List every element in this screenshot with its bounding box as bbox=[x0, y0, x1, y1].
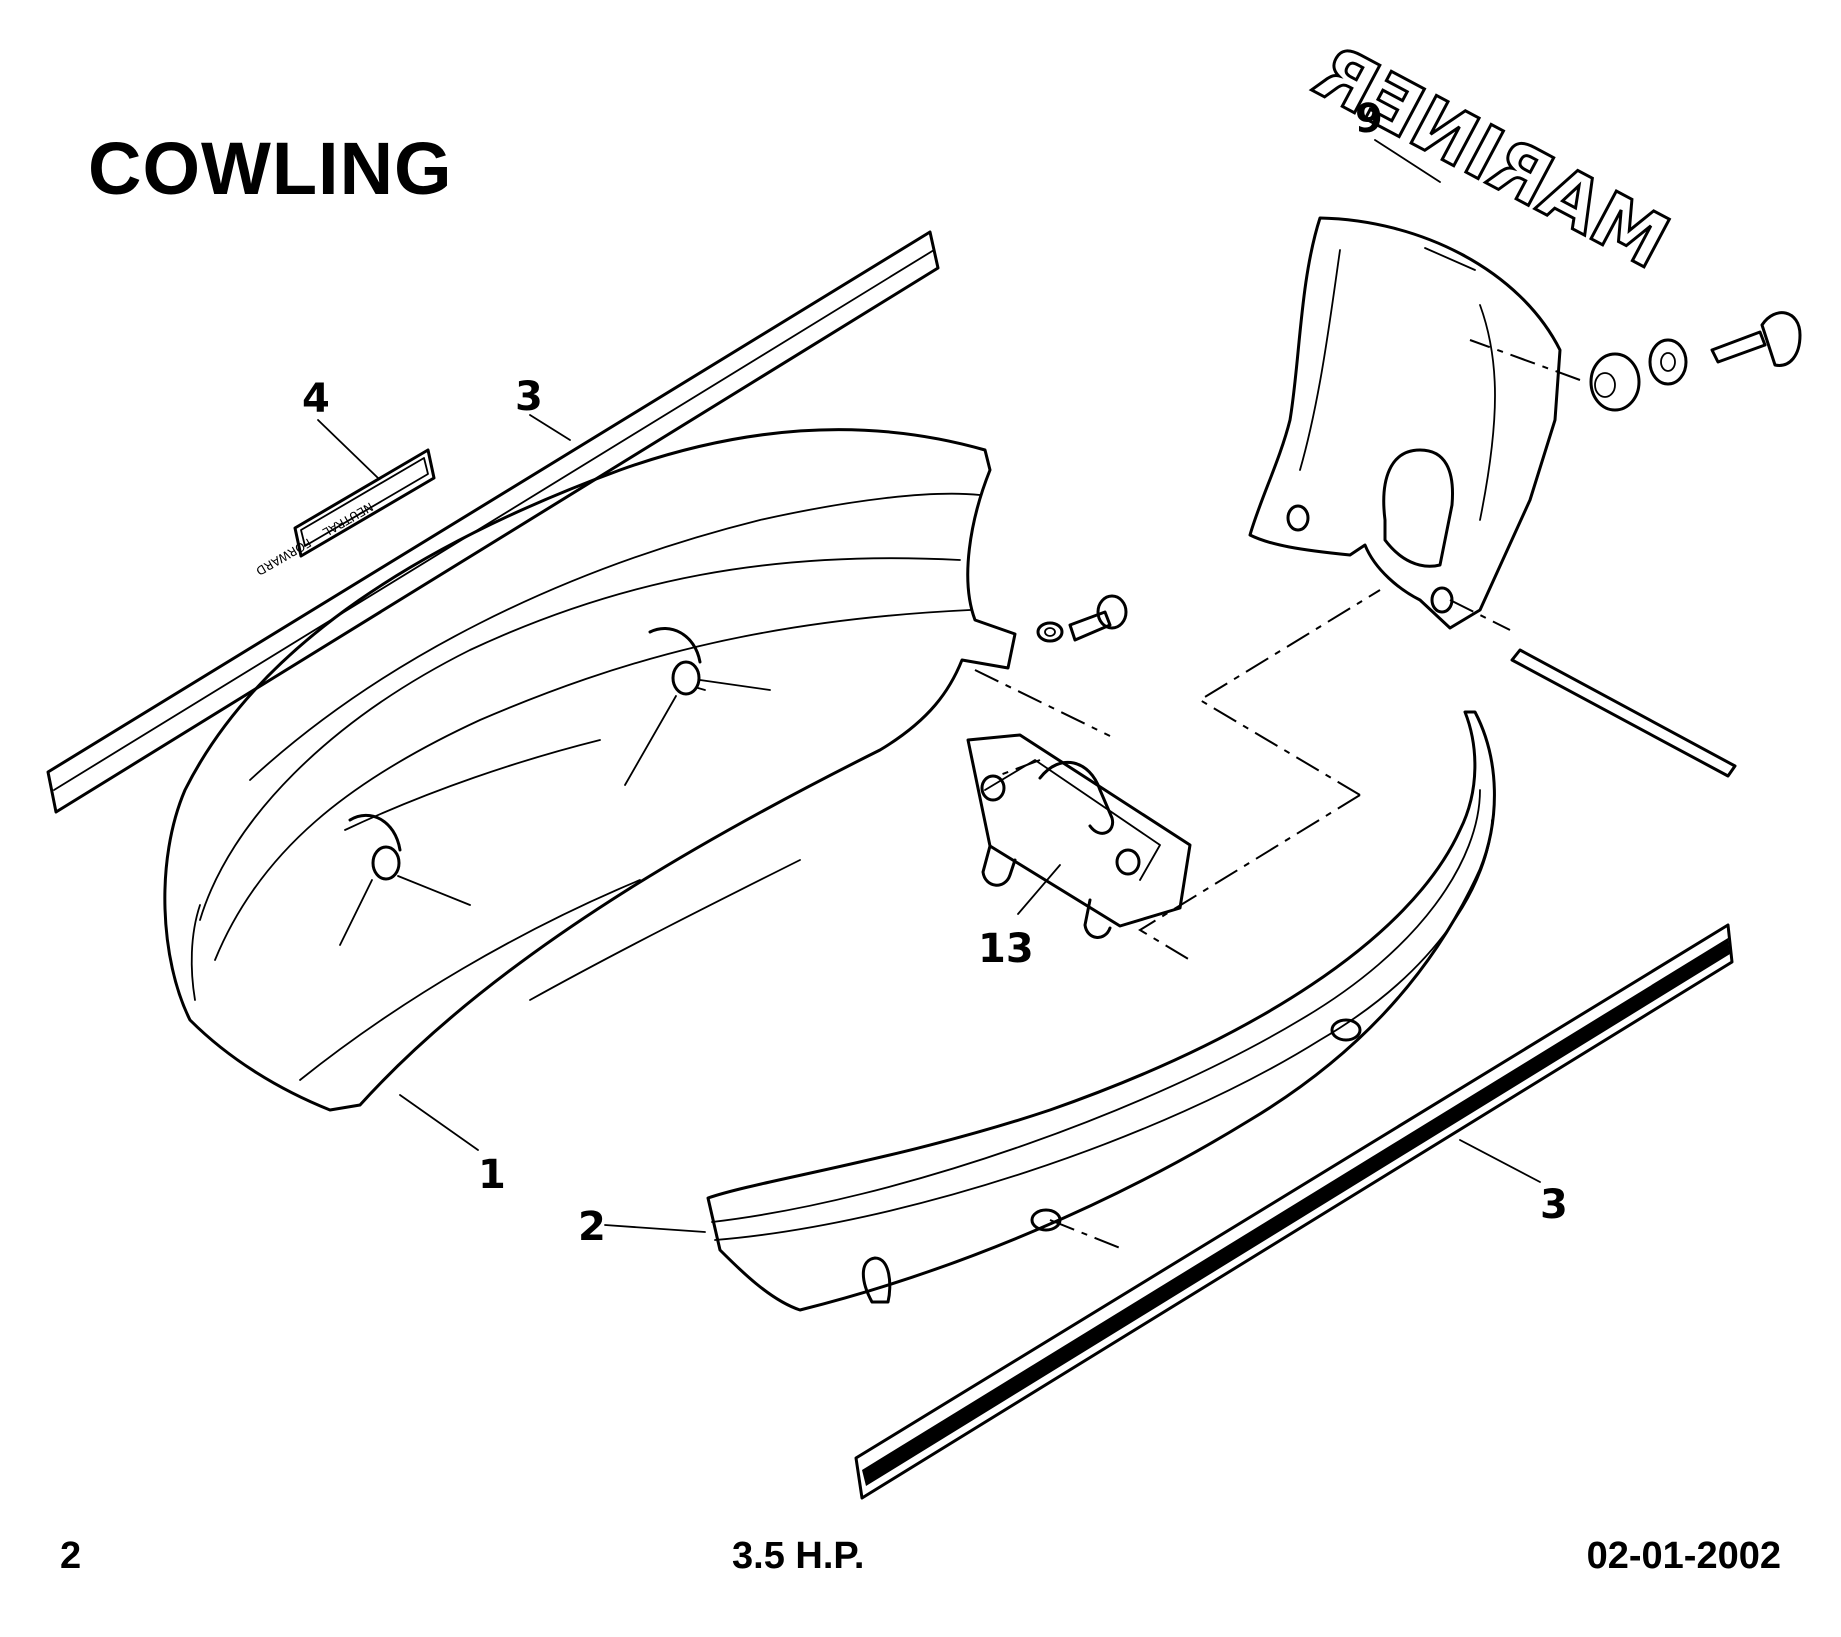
neutral-forward-label: FORWARD NEUTRAL bbox=[253, 448, 436, 578]
page-number: 2 bbox=[60, 1535, 82, 1577]
latch-assembly bbox=[966, 733, 1192, 939]
model-label: 3.5 H.P. bbox=[732, 1535, 865, 1577]
top-cowl bbox=[163, 428, 1017, 1112]
label-right-text: NEUTRAL bbox=[320, 499, 375, 539]
knob-hardware bbox=[1589, 311, 1802, 412]
mariner-decal: MARINER bbox=[1302, 29, 1682, 286]
bottom-cowl bbox=[706, 710, 1496, 1312]
callout-9: 9 bbox=[1355, 96, 1383, 142]
callout-13: 13 bbox=[978, 926, 1034, 972]
callout-4: 4 bbox=[302, 376, 330, 422]
latch-screw bbox=[1036, 594, 1128, 643]
pivot-pin bbox=[1510, 648, 1737, 778]
callout-2: 2 bbox=[578, 1204, 606, 1250]
rear-cowl-panel bbox=[1248, 216, 1562, 630]
trim-strip-lower bbox=[854, 923, 1734, 1500]
callout-3-lower: 3 bbox=[1540, 1182, 1568, 1228]
leader-lines bbox=[317, 139, 1541, 1233]
date-label: 02-01-2002 bbox=[1586, 1535, 1781, 1577]
page-title: COWLING bbox=[88, 127, 453, 210]
label-left-text: FORWARD bbox=[253, 535, 313, 578]
assembly-lines bbox=[974, 339, 1581, 1249]
callout-1: 1 bbox=[478, 1152, 506, 1198]
trim-strip-upper bbox=[46, 230, 940, 814]
callout-3-upper: 3 bbox=[515, 374, 543, 420]
